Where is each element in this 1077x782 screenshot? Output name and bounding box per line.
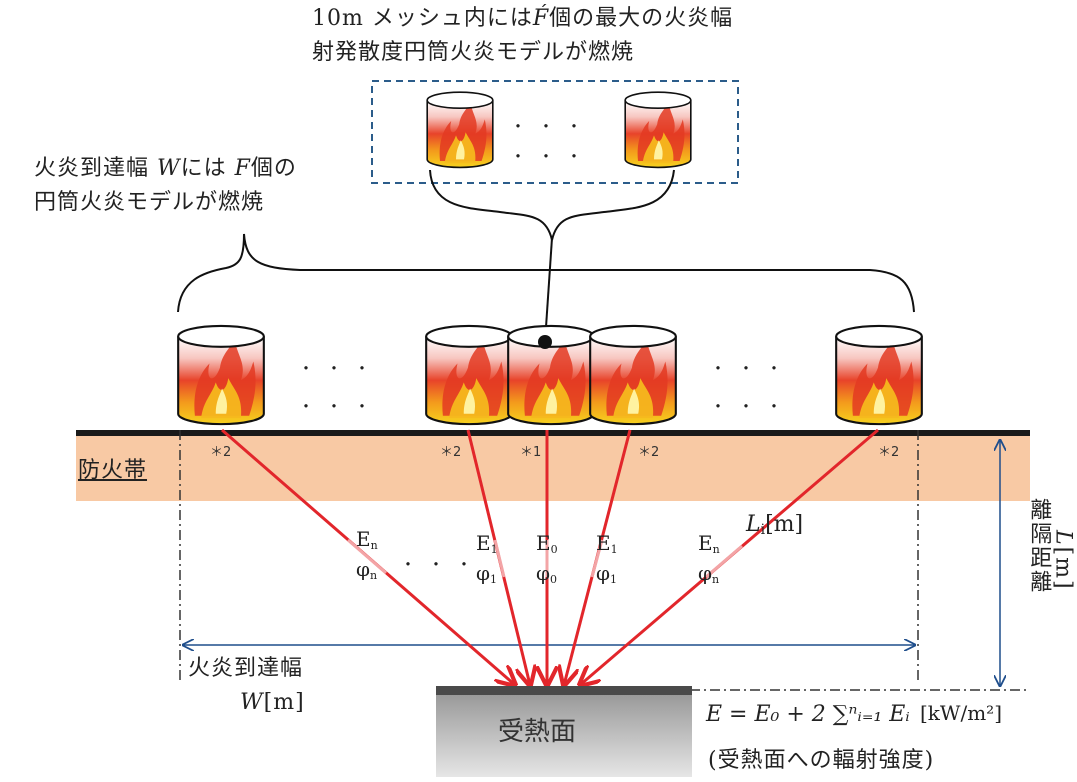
marker-star2: ＊2 [878, 445, 900, 460]
label-e-0: E0 [536, 531, 558, 556]
mesh-note-line2: 射発散度円筒火炎モデルが燃焼 [312, 40, 635, 65]
receiver-top [436, 686, 692, 695]
mesh-flame-cylinder-left [426, 91, 494, 169]
dots-row2-left: ・・・ [298, 397, 383, 416]
receiver-label: 受熱面 [498, 717, 577, 747]
marker-star2: ＊2 [440, 445, 462, 460]
mesh-note-line1: 10m メッシュ内にはF́個の最大の火炎幅 [312, 6, 734, 31]
width-label-unit: W[m] [240, 690, 305, 715]
formula-unit: [kW/m²] [920, 701, 1003, 725]
distance-label-unit: L[m] [1050, 530, 1076, 591]
label-phi-1-left: φ1 [476, 561, 498, 586]
marker-star2: ＊2 [210, 445, 232, 460]
distance-label: 離隔距離 [1026, 498, 1052, 594]
dots-row1-right: ・・・ [710, 359, 795, 378]
label-e-1-right: E1 [596, 531, 618, 556]
formula-caption: (受熱面への輻射強度) [708, 748, 935, 773]
width-note-line2: 円筒火炎モデルが燃焼 [34, 190, 265, 215]
mesh-brace [429, 169, 675, 241]
formula: E = E₀ + 2 ∑ⁿᵢ₌₁ Eᵢ [706, 702, 910, 727]
width-label-title: 火炎到達幅 [188, 656, 304, 681]
marker-star1: ＊1 [520, 445, 542, 460]
dots-labels-left: ・・・ [400, 555, 485, 574]
dots-mesh-row1: ・・・ [510, 117, 595, 136]
label-phi-1-right: φ1 [596, 561, 618, 586]
ray-highlight [590, 539, 604, 578]
label-e-n-right: En [698, 531, 720, 556]
dots-row2-right: ・・・ [710, 397, 795, 416]
firebreak-band [76, 435, 1030, 501]
flame-cylinder-4 [589, 324, 677, 426]
label-phi-0: φ0 [536, 561, 558, 586]
pointer-line [544, 237, 553, 343]
receiver-body [436, 695, 692, 777]
label-phi-n-right: φn [698, 561, 720, 586]
ray-highlight [493, 539, 506, 578]
marker-star2: ＊2 [638, 445, 660, 460]
flame-cylinder-2 [425, 324, 513, 426]
li-label: Li[m] [746, 512, 804, 538]
ray-highlight [705, 544, 743, 579]
ground-line [76, 430, 1030, 436]
flame-cylinder-1 [177, 324, 265, 426]
mesh-dashed-box [371, 80, 739, 184]
width-brace [177, 233, 915, 313]
label-e-n-left: En [356, 527, 378, 552]
width-note-line1: 火炎到達幅 Wには F個の [34, 156, 297, 181]
label-phi-n-left: φn [356, 557, 378, 582]
label-e-1-left: E1 [476, 531, 498, 556]
pointer-dot [538, 335, 552, 349]
dots-row1-left: ・・・ [298, 359, 383, 378]
ray-highlight [347, 538, 387, 575]
firebreak-label: 防火帯 [78, 458, 148, 483]
flame-cylinder-5 [835, 324, 923, 426]
dots-mesh-row2: ・・・ [510, 147, 595, 166]
mesh-flame-cylinder-right [624, 91, 692, 169]
